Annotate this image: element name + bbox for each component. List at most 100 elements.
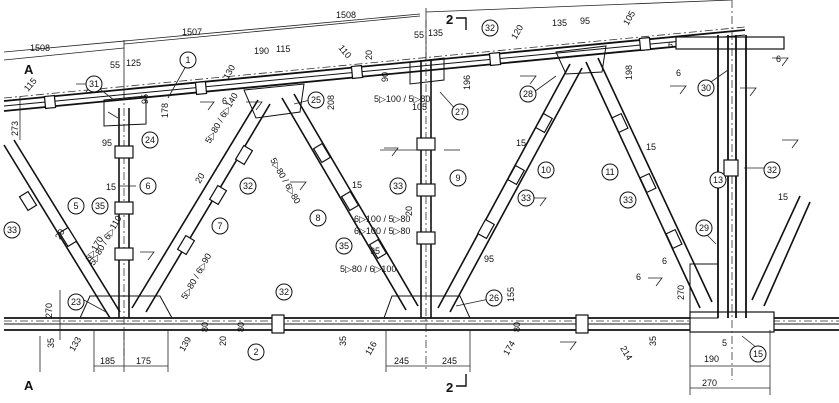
dim-214: 214 — [618, 344, 634, 362]
member-tag-29-circle — [695, 219, 713, 237]
dim-20-c: 20 — [404, 206, 414, 216]
member-tag-33-repeat: 33 — [623, 195, 633, 205]
dim-80-a: 80 — [200, 322, 210, 332]
dim-35-b: 35 — [338, 336, 348, 346]
member-tag-32-repeat-circle — [239, 177, 257, 195]
weld-5-80-b: 5▷80 / 6▷80 — [268, 156, 302, 206]
dim-55-b: 55 — [414, 30, 424, 40]
member-tag-32-circle — [481, 19, 499, 37]
member-tag-33-repeat-circle — [619, 191, 637, 209]
member-tag-33-repeat: 33 — [521, 193, 531, 203]
dim-15-b: 15 — [352, 180, 362, 190]
weld-6-100-80-b: 6▷100 / 5▷80 — [354, 226, 410, 236]
vertical-members — [114, 0, 747, 380]
weld-text: 6 6 6 6 6 5▷100 / 5▷80 6▷100 / 5▷80 6▷10… — [83, 40, 781, 301]
weld-6-a: 6 — [668, 40, 673, 50]
dim-245-a: 245 — [394, 356, 409, 366]
dim-55-a: 55 — [110, 60, 120, 70]
member-tag-35-repeat-circle — [335, 237, 353, 255]
weld-6-c: 6 — [776, 54, 781, 64]
member-tag-28: 28 — [523, 89, 533, 99]
member-tag-10-circle — [537, 161, 555, 179]
member-tag-33-circle — [3, 221, 21, 239]
dim-105-b: 105 — [621, 9, 637, 27]
section-a-top: A — [24, 62, 34, 77]
member-tag-24: 24 — [145, 135, 155, 145]
member-tag-35-repeat: 35 — [339, 241, 349, 251]
member-tag-9: 9 — [455, 173, 460, 183]
member-tag-30: 30 — [701, 83, 711, 93]
member-tag-32-repeat-circle — [763, 161, 781, 179]
weld-6-100-80-a: 6▷100 / 5▷80 — [354, 214, 410, 224]
member-tag-6: 6 — [145, 181, 150, 191]
dimension-lines — [3, 0, 771, 395]
dim-105-a: 105 — [412, 102, 427, 112]
dim-196: 196 — [462, 75, 472, 90]
dim-6-a: 6 — [662, 256, 667, 266]
member-tag-2-circle — [247, 343, 265, 361]
weld-6-d: 6 — [222, 96, 227, 106]
dim-15-a: 15 — [106, 182, 116, 192]
member-tag-24-circle — [141, 131, 159, 149]
dim-115-left: 115 — [22, 76, 39, 93]
member-tag-33: 33 — [7, 225, 17, 235]
dim-80-b: 80 — [236, 322, 246, 332]
dim-208: 208 — [326, 95, 336, 110]
member-tag-1-circle — [179, 51, 197, 69]
member-tag-30-circle — [697, 79, 715, 97]
section-2-bottom: 2 — [446, 380, 453, 395]
section-markers: A A 2 2 — [24, 12, 467, 395]
member-tag-27-circle — [451, 103, 469, 121]
dim-95-b: 95 — [102, 138, 112, 148]
weld-5-100-80: 5▷100 / 5▷80 — [374, 94, 430, 104]
diagonal-members — [3, 57, 811, 319]
dim-20-a: 20 — [364, 50, 374, 60]
weld-6-b: 6 — [676, 68, 681, 78]
member-tag-29: 29 — [699, 223, 709, 233]
member-tag-31-circle — [85, 75, 103, 93]
member-tag-32-repeat: 32 — [767, 165, 777, 175]
dim-1507: 1507 — [182, 27, 202, 37]
member-tag-7: 7 — [217, 221, 222, 231]
dim-35-a: 35 — [46, 338, 56, 348]
member-tag-2: 2 — [253, 347, 258, 357]
member-tag-33-repeat: 33 — [393, 181, 403, 191]
member-tag-35: 35 — [95, 201, 105, 211]
dim-1508-right: 1508 — [336, 10, 356, 20]
dim-190-b: 190 — [704, 354, 719, 364]
dim-139: 139 — [177, 335, 193, 353]
dim-95-a: 95 — [140, 94, 150, 104]
dim-80-c: 80 — [512, 322, 522, 332]
gusset-plates — [79, 45, 719, 319]
member-tag-10: 10 — [541, 165, 551, 175]
member-tag-8: 8 — [315, 213, 320, 223]
member-tag-26-circle — [485, 289, 503, 307]
dim-270-b: 270 — [676, 285, 686, 300]
dim-135-b: 135 — [552, 18, 567, 28]
dim-15-e: 15 — [778, 192, 788, 202]
dim-5-a: 5 — [722, 338, 727, 348]
dim-125: 125 — [126, 58, 141, 68]
member-tag-11: 11 — [605, 167, 614, 177]
member-tag-28-circle — [519, 85, 537, 103]
dim-15-c: 15 — [516, 138, 526, 148]
member-tag-1: 1 — [185, 55, 190, 65]
member-tag-25: 25 — [311, 95, 321, 105]
dim-20-b: 20 — [193, 171, 207, 185]
dim-35-c: 35 — [648, 336, 658, 346]
dim-115-b: 115 — [276, 44, 290, 54]
member-tag-13-circle — [709, 171, 727, 189]
member-tag-31: 31 — [89, 79, 99, 89]
member-tag-35-circle — [91, 197, 109, 215]
dim-245-b: 245 — [442, 356, 457, 366]
dim-15-d: 15 — [646, 142, 656, 152]
member-tag-32-repeat: 32 — [279, 287, 289, 297]
dim-198: 198 — [624, 65, 634, 80]
dim-135-a: 135 — [428, 28, 443, 38]
top-chord — [3, 26, 785, 112]
dim-270-a: 270 — [44, 303, 54, 318]
dim-116: 116 — [363, 340, 379, 357]
member-tag-15: 15 — [753, 349, 763, 359]
